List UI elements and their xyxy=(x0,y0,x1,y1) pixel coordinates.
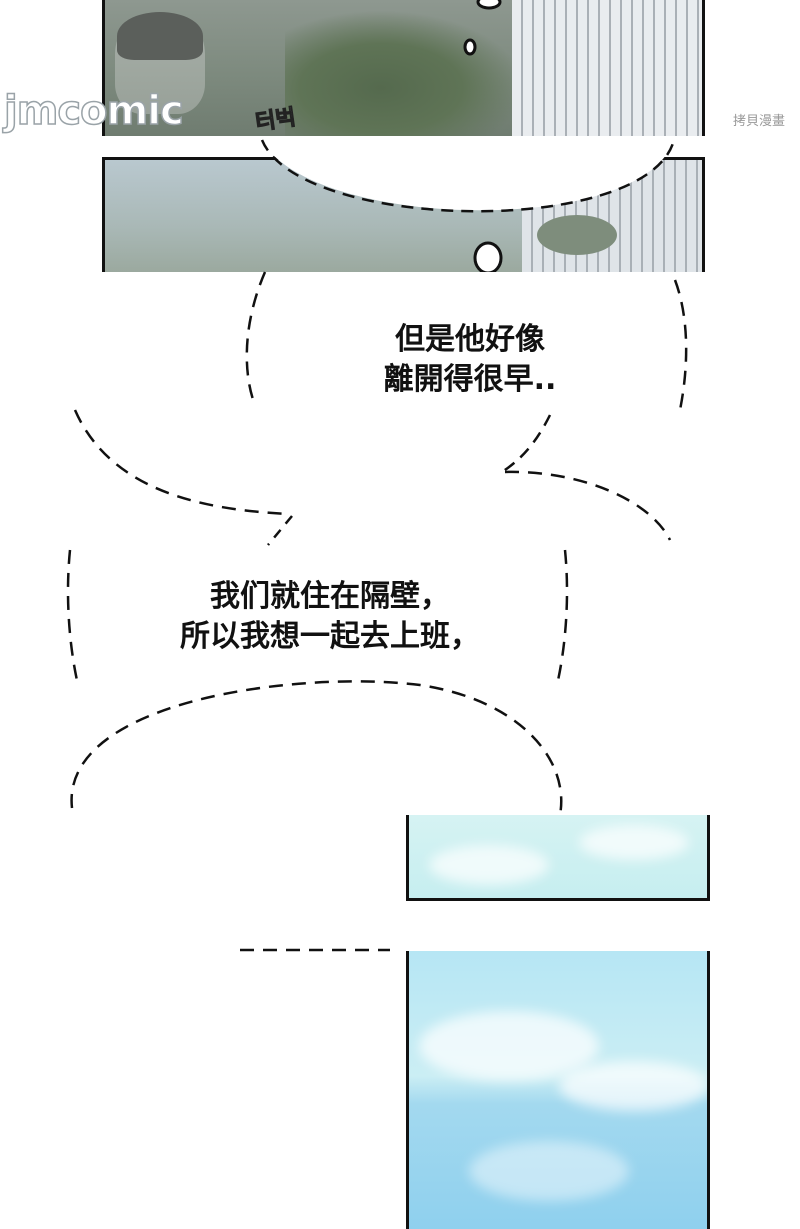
watermark-logo: jmcomic xyxy=(3,87,184,135)
character-hair xyxy=(117,12,203,60)
comic-panel-top: 터벅 xyxy=(102,0,705,136)
comic-panel-sky-large xyxy=(406,951,710,1229)
trees-background xyxy=(285,10,525,136)
bubble-left-outline xyxy=(70,410,670,690)
building-facade xyxy=(512,0,702,136)
bubble-line: 但是他好像 xyxy=(395,322,545,357)
thought-dot xyxy=(463,38,477,56)
speech-bubble-right: 但是他好像 離開得很早.. xyxy=(360,320,580,400)
bubble-line: 離開得很早.. xyxy=(383,362,557,397)
bubble-line: 我们就住在隔壁， xyxy=(210,579,450,614)
thought-dot xyxy=(473,241,503,275)
speech-bubble-left: 我们就住在隔壁， 所以我想一起去上班， xyxy=(140,577,520,657)
thought-dot xyxy=(476,0,502,10)
bubble-right-outline xyxy=(244,272,694,400)
bush-shape xyxy=(537,215,617,255)
bubble-top-outline xyxy=(260,136,675,211)
comic-panel-middle xyxy=(102,157,705,272)
watermark-credit: 拷貝漫畫 xyxy=(733,114,786,129)
comic-panel-sky-small xyxy=(406,815,710,901)
bubble-line: 所以我想一起去上班， xyxy=(180,619,480,654)
